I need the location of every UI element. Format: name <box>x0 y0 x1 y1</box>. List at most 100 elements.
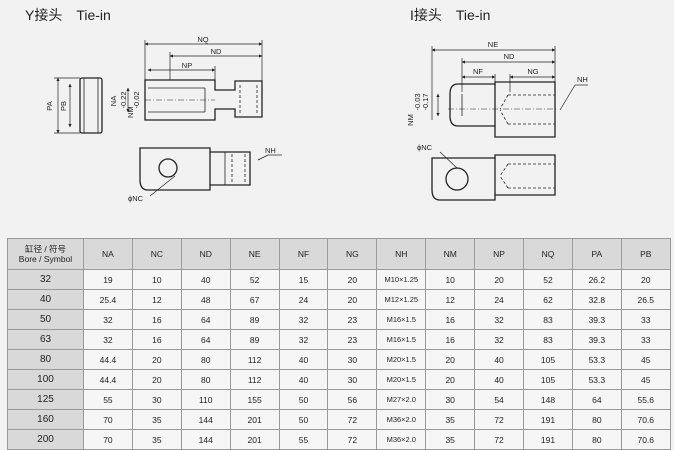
y-pin-hole <box>158 158 178 178</box>
cell-pa: 53.3 <box>571 349 622 370</box>
cell-nf: 15 <box>278 269 329 290</box>
cell-na: 25.4 <box>83 289 133 310</box>
cell-nq: 191 <box>523 409 573 430</box>
cell-pa: 64 <box>571 389 622 410</box>
i-label-nm: NM <box>406 114 415 126</box>
cell-nd: 64 <box>180 329 231 350</box>
y-label-pb: PB <box>59 101 68 111</box>
i-label-nf: NF <box>473 67 483 76</box>
cell-np: 54 <box>474 389 525 410</box>
y-label-na: NA <box>109 96 118 106</box>
y-label-nd: ND <box>211 47 222 56</box>
bore-cell: 40 <box>7 289 84 310</box>
cell-na: 55 <box>83 389 133 410</box>
cell-nh: M20×1.5 <box>376 369 427 390</box>
cell-nc: 20 <box>131 369 182 390</box>
cell-nq: 83 <box>523 309 573 330</box>
cell-na: 44.4 <box>83 349 133 370</box>
y-end-view <box>79 77 103 134</box>
cell-nd: 64 <box>180 309 231 330</box>
y-label-nm-tol-upper: -0.02 <box>132 91 141 108</box>
cell-nd: 80 <box>180 349 231 370</box>
cell-ne: 67 <box>229 289 280 310</box>
bore-cell: 125 <box>7 389 84 410</box>
cell-nc: 16 <box>131 329 182 350</box>
cell-nc: 20 <box>131 349 182 370</box>
cell-ne: 89 <box>229 309 280 330</box>
cell-nc: 30 <box>131 389 182 410</box>
i-label-ne: NE <box>488 40 498 49</box>
cell-nq: 105 <box>523 369 573 390</box>
cell-nf: 40 <box>278 349 329 370</box>
column-header-pa: PA <box>571 238 622 270</box>
cell-nm: 16 <box>425 329 476 350</box>
cell-np: 24 <box>474 289 525 310</box>
cell-nq: 62 <box>523 289 573 310</box>
cell-nd: 40 <box>180 269 231 290</box>
i-tiein-drawing <box>431 81 558 201</box>
cell-nd: 144 <box>180 409 231 430</box>
bore-cell: 63 <box>7 329 84 350</box>
column-header-na: NA <box>83 238 133 270</box>
header-bore-cn: 缸径 / 符号 <box>24 244 67 254</box>
column-header-nq: NQ <box>523 238 573 270</box>
cell-nf: 32 <box>278 329 329 350</box>
cell-nq: 148 <box>523 389 573 410</box>
cell-nf: 40 <box>278 369 329 390</box>
cell-pa: 39.3 <box>571 329 622 350</box>
i-top-body <box>431 154 556 201</box>
y-label-nm-tol-lower: -0.22 <box>119 91 128 108</box>
y-label-nq: NQ <box>197 35 208 44</box>
y-label-np: NP <box>182 61 192 70</box>
cell-pb: 26.5 <box>620 289 671 310</box>
cell-nf: 50 <box>278 409 329 430</box>
cell-nh: M36×2.0 <box>376 409 427 430</box>
cell-np: 20 <box>474 269 525 290</box>
cell-nm: 20 <box>425 369 476 390</box>
i-label-nm-tol-lower: -0.17 <box>421 93 430 110</box>
cell-nq: 52 <box>523 269 573 290</box>
cell-pb: 45 <box>620 349 671 370</box>
cell-nc: 10 <box>131 269 182 290</box>
cell-nh: M12×1.25 <box>376 289 427 310</box>
cell-nc: 16 <box>131 309 182 330</box>
cell-ne: 155 <box>229 389 280 410</box>
cell-nf: 32 <box>278 309 329 330</box>
cell-ne: 112 <box>229 349 280 370</box>
cell-np: 32 <box>474 329 525 350</box>
header-bore-symbol: 缸径 / 符号 Bore / Symbol <box>7 238 84 270</box>
cell-pb: 33 <box>620 329 671 350</box>
cell-nh: M16×1.5 <box>376 309 427 330</box>
cell-ng: 30 <box>327 349 378 370</box>
header-bore-en: Bore / Symbol <box>18 254 73 264</box>
cell-np: 40 <box>474 369 525 390</box>
i-tiein-title-cn: I接头 <box>410 7 442 23</box>
cell-np: 72 <box>474 409 525 430</box>
column-header-np: NP <box>474 238 525 270</box>
technical-drawings: NQ ND NP PA PB NA -0.22 NM -0.02 NH ϕNC <box>45 35 588 203</box>
y-tiein-title-en: Tie-in <box>76 7 111 23</box>
cell-pb: 55.6 <box>620 389 671 410</box>
i-label-nh: NH <box>577 75 588 84</box>
cell-pb: 70.6 <box>620 409 671 430</box>
cell-na: 44.4 <box>83 369 133 390</box>
i-label-nm-tol-upper: -0.03 <box>413 93 422 110</box>
cell-ng: 20 <box>327 289 378 310</box>
cell-na: 70 <box>83 409 133 430</box>
cell-nm: 16 <box>425 309 476 330</box>
cell-ng: 23 <box>327 329 378 350</box>
column-header-nh: NH <box>376 238 427 270</box>
cell-pb: 20 <box>620 269 671 290</box>
